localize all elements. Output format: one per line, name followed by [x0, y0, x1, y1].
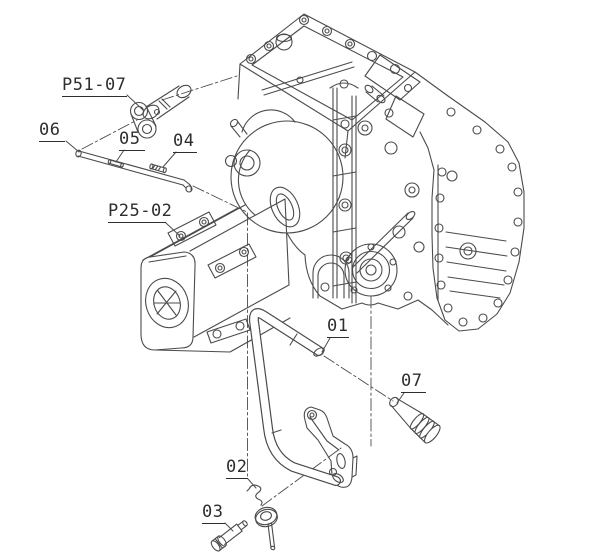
clip-washer-pin-02 [246, 484, 278, 551]
shift-knob-07 [389, 396, 441, 444]
output-bore [145, 277, 189, 329]
callout-p25-02: P25-02 [108, 201, 173, 223]
gear-lever-01 [248, 308, 344, 486]
mounting-tab [167, 211, 217, 247]
clutch-dome [224, 109, 344, 234]
callout-p51-07: P51-07 [62, 75, 127, 97]
callout-05: 05 [119, 130, 145, 151]
mounting-tab [207, 243, 257, 279]
lever-pin-p51-07 [129, 84, 192, 139]
front-flange-strips [329, 79, 359, 304]
callout-03: 03 [202, 502, 225, 524]
right-flange [414, 71, 525, 332]
callout-06: 06 [39, 121, 65, 142]
extension-housing-p25-02 [140, 198, 291, 353]
flange-bolt-holes [434, 107, 523, 327]
rim-bolt-bosses [245, 14, 401, 129]
assembly-centerlines [81, 75, 394, 507]
mounting-tab [206, 318, 251, 344]
callout-04: 04 [173, 132, 197, 153]
spring-pin-04 [149, 163, 167, 174]
callout-07: 07 [401, 372, 426, 393]
callout-02: 02 [226, 457, 248, 479]
output-boss [344, 243, 398, 297]
main-housing [224, 13, 525, 332]
leader-lines [65, 94, 405, 532]
bolt-03 [210, 520, 248, 552]
flange-ribs [445, 231, 508, 299]
callout-01: 01 [327, 316, 349, 338]
cotter-clip [246, 484, 263, 506]
split-pin [267, 522, 276, 549]
shift-rod-06 [75, 149, 193, 193]
